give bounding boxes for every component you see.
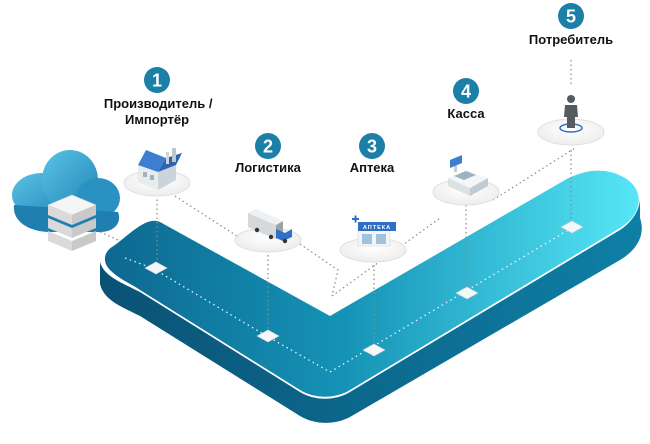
truck-icon <box>248 209 292 244</box>
connector-route <box>99 147 576 297</box>
step-label-line: Потребитель <box>529 32 613 47</box>
step-1: 1 Производитель / Импортёр <box>104 67 216 197</box>
step-badge <box>144 67 170 93</box>
step-number: 3 <box>367 137 377 157</box>
band-node-1 <box>144 261 168 275</box>
v-band-side <box>100 198 642 423</box>
step-badge <box>453 78 479 104</box>
step-5: 5 Потребитель <box>529 3 613 146</box>
pharmacy-sign: АПТЕКА <box>363 225 391 231</box>
step-badge <box>558 3 584 29</box>
step-3: 3 Аптека АПТЕКА <box>339 133 407 263</box>
band-nodes <box>144 220 584 357</box>
step-badge <box>359 133 385 159</box>
step-label: Производитель / Импортёр <box>104 96 216 127</box>
band-node-3 <box>362 343 386 357</box>
step-label: Касса <box>447 106 485 121</box>
database-icon <box>47 194 97 251</box>
cross-icon <box>352 215 359 223</box>
step-label-line: Производитель / <box>104 96 213 111</box>
step-label: Логистика <box>235 160 302 175</box>
step-number: 5 <box>566 7 576 27</box>
step-label: Аптека <box>350 160 395 175</box>
pharmacy-icon: АПТЕКА <box>352 215 396 247</box>
step-badge <box>255 133 281 159</box>
step-number: 4 <box>461 82 471 102</box>
step-label-line: Логистика <box>235 160 302 175</box>
person-icon <box>564 95 578 128</box>
step-label-line: Аптека <box>350 160 395 175</box>
step-2: 2 Логистика <box>234 133 302 253</box>
step-label: Потребитель <box>529 32 613 47</box>
band-node-4 <box>455 286 479 300</box>
step-label-line: Касса <box>447 106 485 121</box>
v-band-top <box>104 170 639 397</box>
v-band <box>100 170 642 423</box>
cash-register-icon <box>448 155 488 196</box>
band-node-2 <box>256 329 280 343</box>
factory-icon <box>138 148 182 190</box>
step-number: 1 <box>152 71 162 91</box>
step-number: 2 <box>263 137 273 157</box>
step-label-line: Импортёр <box>125 112 189 127</box>
connector-lines <box>99 60 576 345</box>
band-node-5 <box>560 220 584 234</box>
step-4: 4 Касса <box>432 78 500 206</box>
